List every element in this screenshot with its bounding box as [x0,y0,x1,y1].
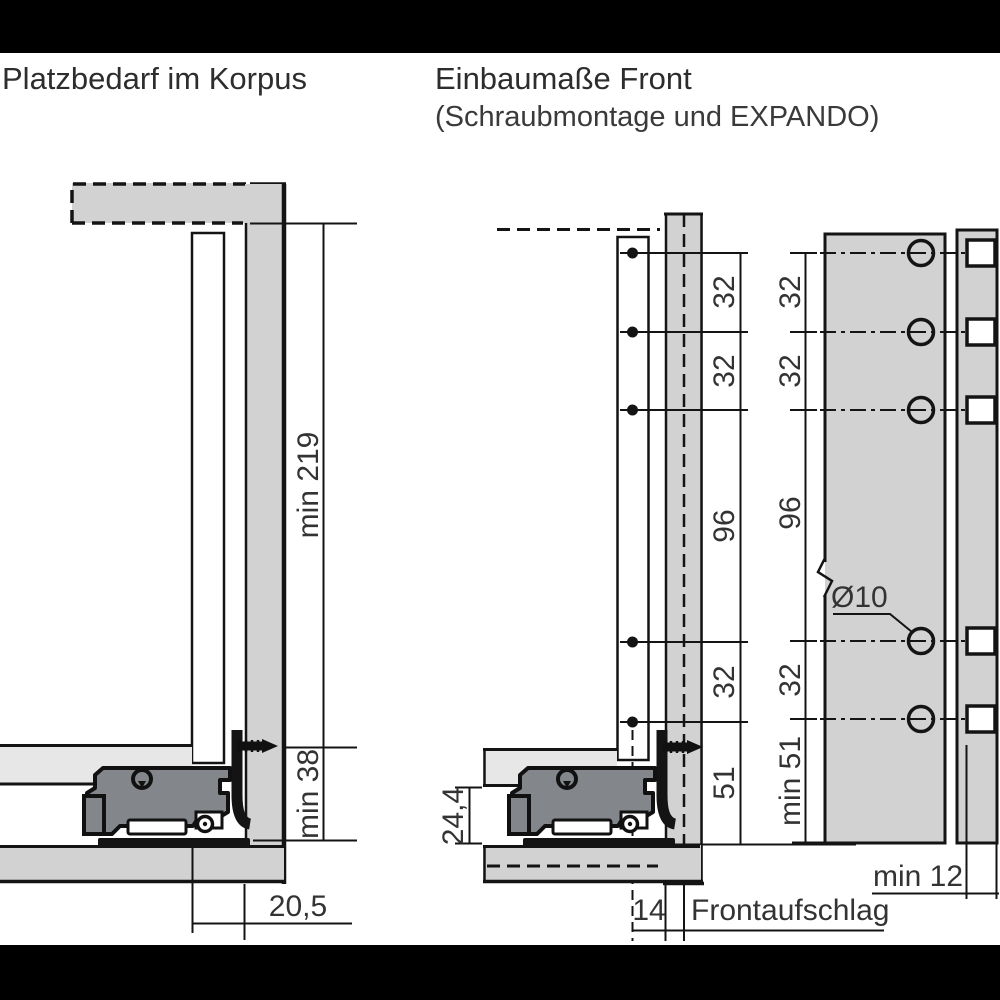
right-dimension-chain: 32 32 96 32 min 51 [774,252,824,844]
left-diagram-cabinet-cross-section: min 219 min 38 20,5 [0,182,357,940]
cabinet-bottom-board [0,845,284,883]
dim-32-b: 32 [774,354,807,387]
dim-32-a: 32 [708,275,741,308]
cabinet-bottom-board [483,845,701,883]
front-fixing-rail [616,235,650,762]
edge-distance-dimension: min 12 [872,745,999,899]
system-holes [965,238,997,734]
front-panel-rear-view [823,232,947,845]
cabinet-top-panel-dashed-outline [70,182,250,223]
label-frontaufschlag: Frontaufschlag [691,894,889,927]
left-section-title: Platzbedarf im Korpus [2,61,307,96]
dim-min-38: min 38 [292,749,325,839]
drawer-runner-mechanism [509,730,675,848]
dim-min-12: min 12 [873,860,963,893]
dim-32-c: 32 [774,663,807,696]
cabinet-top-panel [72,183,245,223]
runner-height-dimension: 24,4 [437,786,482,845]
left-diagram-dimensions: min 219 min 38 20,5 [191,222,357,940]
right-section-title: Einbaumaße Front [435,61,692,96]
bottom-frame-bar [0,945,1000,1000]
right-section-subtitle: (Schraubmontage und EXPANDO) [435,101,879,133]
drill-holes [906,238,936,734]
dim-32-c: 32 [708,665,741,698]
dim-24-4: 24,4 [437,787,470,845]
cabinet-side-panel [245,184,283,883]
drawer-back-rail [190,231,226,765]
dim-14: 14 [632,894,665,927]
dim-min-51: min 51 [774,736,807,826]
dim-diameter-10: Ø10 [831,581,888,614]
callout-leader-line [833,613,913,633]
top-frame-bar [0,0,1000,53]
hole-center-lines [790,252,999,720]
dim-51: 51 [708,766,741,799]
dim-20-5: 20,5 [269,890,327,923]
hole-row-lines [620,252,748,723]
dim-min-219: min 219 [292,432,325,539]
dim-32-a: 32 [774,275,807,308]
middle-diagram-front-side-view: 32 32 96 32 51 24,4 14 Frontaufschlag [437,212,889,941]
hole-diameter-callout: Ø10 [831,581,913,633]
right-diagram-front-rear-view: 32 32 96 32 min 51 Ø10 min 12 [774,228,999,899]
dim-96: 96 [774,496,807,529]
dim-96: 96 [708,509,741,542]
dim-32-b: 32 [708,354,741,387]
break-symbol [816,557,834,598]
